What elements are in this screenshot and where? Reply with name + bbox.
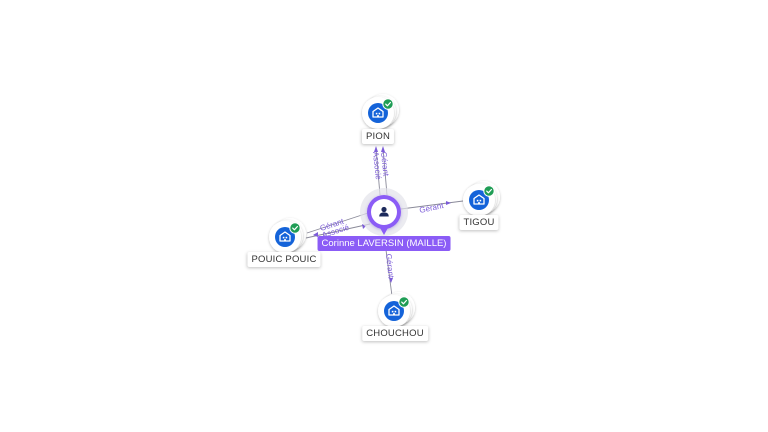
edge-pouic bbox=[305, 212, 371, 239]
company-label-tigou[interactable]: TIGOU bbox=[459, 215, 499, 230]
company-label-pouic[interactable]: POUIC POUIC bbox=[247, 252, 321, 267]
company-node-tigou[interactable] bbox=[463, 181, 500, 216]
company-label-chouchou[interactable]: CHOUCHOU bbox=[362, 326, 428, 341]
check-badge-icon bbox=[382, 98, 394, 110]
check-badge-icon bbox=[398, 296, 410, 308]
company-node-pouic[interactable] bbox=[269, 218, 306, 253]
check-badge-icon bbox=[289, 222, 301, 234]
relation-label: Gérant bbox=[419, 201, 446, 215]
company-node-chouchou[interactable] bbox=[378, 292, 415, 327]
check-badge-icon bbox=[483, 185, 495, 197]
edge-pion bbox=[374, 146, 388, 196]
person-icon bbox=[379, 206, 389, 217]
relation-label: Associé bbox=[371, 151, 383, 180]
company-label-pion[interactable]: PION bbox=[361, 129, 395, 144]
person-node[interactable] bbox=[360, 188, 408, 236]
edge-chouchou bbox=[385, 249, 393, 297]
company-node-pion[interactable] bbox=[362, 94, 399, 129]
relation-label: Gérant bbox=[379, 151, 391, 177]
person-name-label[interactable]: Corinne LAVERSIN (MAILLE) bbox=[317, 236, 451, 251]
relation-label: Gérant bbox=[384, 253, 396, 279]
edge-tigou bbox=[400, 200, 464, 210]
